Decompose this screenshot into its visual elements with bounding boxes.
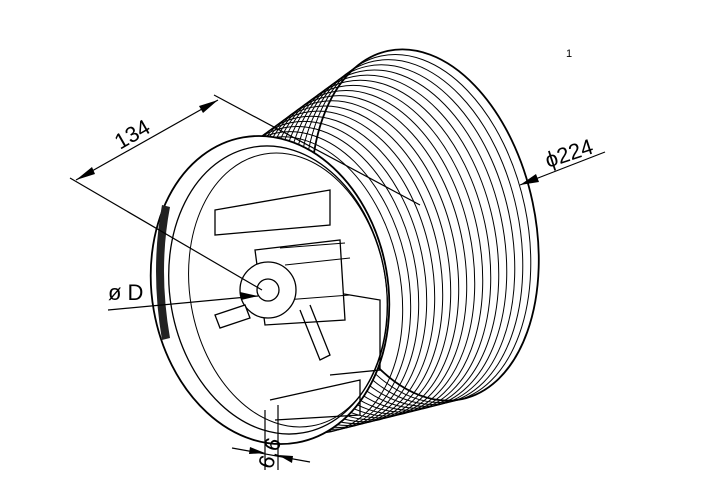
- arrow-224: [520, 174, 539, 185]
- arrow-134-left: [76, 167, 95, 180]
- hub-edges: [279, 242, 351, 301]
- hub-pin: [214, 304, 251, 329]
- page-number: 1: [566, 48, 573, 60]
- flange-lip: [188, 152, 388, 428]
- arrow-66-right: [278, 455, 293, 463]
- arrow-134-right: [199, 100, 218, 113]
- dimension-bore: ø D: [108, 280, 143, 305]
- rim-text-band: [156, 205, 170, 340]
- spoke-bottom: [269, 379, 361, 421]
- dim-d-leader: [107, 295, 259, 311]
- hub-fin: [299, 304, 331, 361]
- bore: [256, 278, 280, 302]
- dimension-diameter: ϕ224: [542, 134, 596, 173]
- dimension-length: 134: [110, 114, 154, 154]
- arrow-66-left: [249, 447, 265, 454]
- dim-134-line: [75, 99, 219, 181]
- arrow-d: [240, 292, 258, 300]
- spoke-top: [214, 189, 331, 236]
- dim-66-line: [231, 447, 311, 463]
- dim-134-extension-left: [69, 177, 263, 291]
- dim-134-extension-right: [213, 94, 421, 206]
